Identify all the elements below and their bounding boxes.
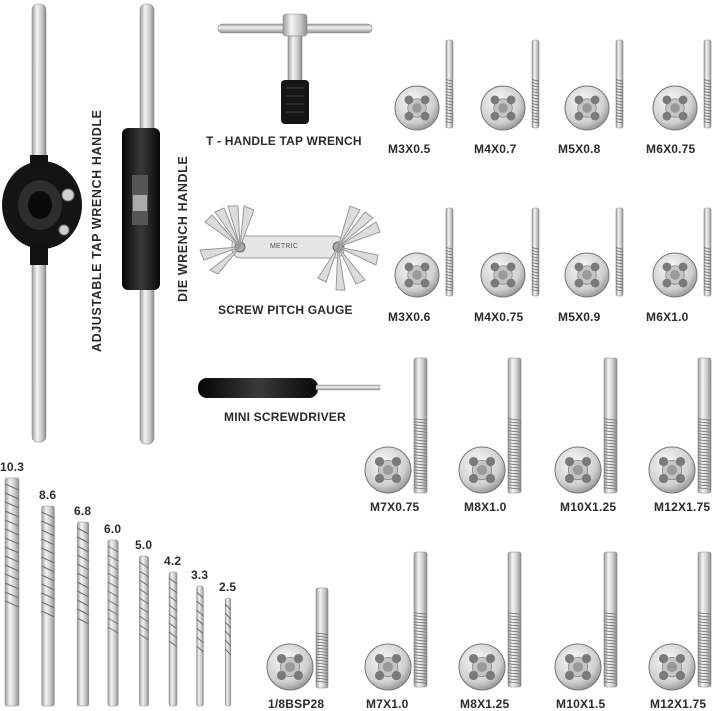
drill-bit — [168, 571, 178, 707]
tap-die-set — [480, 39, 540, 131]
adjustable-tap-wrench-label: ADJUSTABLE TAP WRENCH HANDLE — [90, 109, 104, 353]
tap-die-set — [652, 39, 712, 131]
tap-die-set — [458, 357, 522, 494]
drill-size-label: 6.0 — [104, 522, 122, 536]
drill-size-label: 3.3 — [191, 568, 209, 582]
size-label: M8X1.25 — [460, 697, 510, 711]
drill-size-label: 6.8 — [74, 504, 92, 518]
tap-die-set — [564, 207, 624, 298]
size-label: M12X1.75 — [650, 697, 707, 711]
tap-die-set — [564, 39, 624, 131]
drill-bit — [41, 505, 55, 707]
t-handle-tap-wrench-label: T - HANDLE TAP WRENCH — [206, 134, 362, 148]
size-label: M8X1.0 — [464, 500, 507, 514]
size-label: M12X1.75 — [654, 500, 711, 514]
screw-pitch-gauge — [199, 205, 381, 291]
size-label: M5X0.9 — [558, 310, 601, 324]
drill-size-label: 10.3 — [0, 460, 25, 474]
t-handle-tap-wrench — [217, 13, 373, 124]
size-label: M5X0.8 — [558, 142, 601, 156]
drill-size-label: 2.5 — [219, 580, 237, 594]
tap-die-set — [554, 357, 618, 494]
drill-bit — [4, 477, 20, 707]
screw-pitch-gauge-label: SCREW PITCH GAUGE — [218, 303, 353, 317]
size-label: M3X0.5 — [388, 142, 431, 156]
gauge-marking: METRIC — [270, 243, 299, 250]
mini-screwdriver — [198, 378, 381, 398]
size-label: 1/8BSP28 — [268, 697, 325, 711]
drill-size-label: 8.6 — [39, 488, 57, 502]
drill-bit — [107, 539, 119, 707]
tap-die-set — [648, 551, 712, 691]
size-label: M6X0.75 — [646, 142, 696, 156]
size-label: M7X1.0 — [366, 697, 409, 711]
die-wrench-handle — [122, 3, 160, 445]
tap-die-set — [648, 357, 712, 494]
tap-die-set — [364, 357, 428, 494]
size-label: M6X1.0 — [646, 310, 689, 324]
drill-size-label: 4.2 — [164, 554, 182, 568]
size-label: M10X1.25 — [560, 500, 617, 514]
size-label: M10X1.5 — [556, 697, 606, 711]
die-wrench-handle-label: DIE WRENCH HANDLE — [176, 155, 190, 302]
tap-die-set — [480, 207, 540, 298]
tap-die-set — [266, 587, 329, 691]
size-label: M4X0.75 — [474, 310, 524, 324]
drill-bit — [76, 521, 90, 707]
size-label: M4X0.7 — [474, 142, 517, 156]
tap-die-set — [458, 551, 522, 691]
tap-die-set — [394, 39, 454, 131]
tap-die-set — [554, 551, 618, 691]
size-label: M3X0.6 — [388, 310, 431, 324]
tap-die-set — [364, 551, 428, 691]
tap-die-set — [394, 207, 454, 298]
size-label: M7X0.75 — [370, 500, 420, 514]
drill-bit — [224, 597, 232, 707]
drill-size-label: 5.0 — [135, 538, 153, 552]
mini-screwdriver-label: MINI SCREWDRIVER — [224, 410, 346, 424]
tap-die-set — [652, 207, 712, 298]
drill-bit — [196, 585, 204, 707]
drill-bit — [139, 555, 149, 707]
adjustable-tap-wrench-handle — [2, 3, 82, 443]
